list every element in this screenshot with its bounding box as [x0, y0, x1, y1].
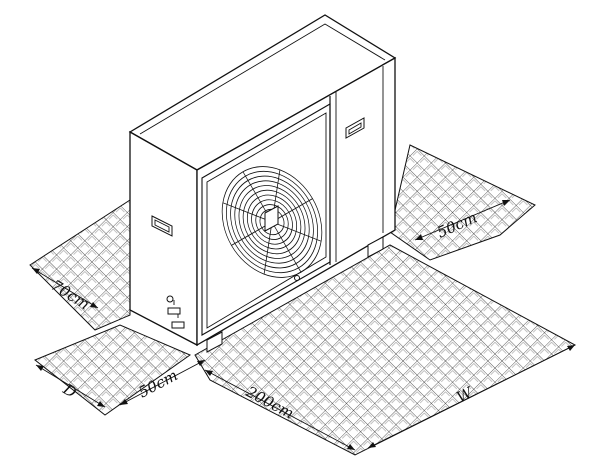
heat-pump-unit	[128, 14, 397, 353]
foot-front-right	[367, 236, 384, 258]
unit-left-side	[129, 130, 198, 347]
dimension-lines	[31, 199, 576, 451]
clearance-zones	[29, 144, 577, 456]
left-clearance-zone	[29, 199, 131, 331]
water-connections	[166, 295, 185, 329]
front-left-clearance-zone	[34, 324, 192, 416]
back-clearance-zone	[389, 144, 536, 261]
front-indicator	[294, 275, 300, 281]
foot-front-left	[206, 331, 223, 353]
fan-grille-frame	[201, 103, 331, 336]
fan-hub	[264, 205, 279, 232]
